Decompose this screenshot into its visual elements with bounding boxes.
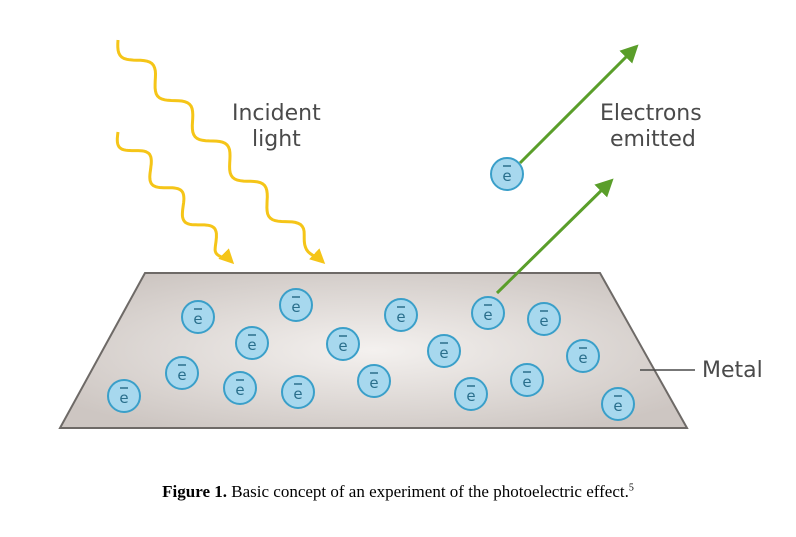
electron-symbol: e [193,310,202,328]
electron-circle [601,387,635,421]
electron: e [471,296,505,330]
electron-circle [510,363,544,397]
electron: e [235,326,269,360]
electron: e [281,375,315,409]
electron: e [107,379,141,413]
electron-circle [566,339,600,373]
electron-symbol: e [483,306,492,324]
electron-symbol: e [578,349,587,367]
metal-label: Metal [702,358,763,383]
electron-circle [326,327,360,361]
electron-symbol: e [338,337,347,355]
electron-symbol: e [291,298,300,316]
electron-circle [281,375,315,409]
electron-circle [357,364,391,398]
electron: e [165,356,199,390]
incident-light-label-line2: light [252,127,301,152]
emission-arrow-lower [495,178,614,295]
electron-circle [527,302,561,336]
figure-number: Figure 1. [162,482,227,501]
electron: e [566,339,600,373]
electron-symbol: e [502,167,511,185]
electrons: e e e e e e e e e e e e e e e e e e [107,157,635,421]
figure-caption: Figure 1. Basic concept of an experiment… [0,482,796,502]
electrons-emitted-label-line2: emitted [610,127,696,152]
electron-symbol: e [466,387,475,405]
electron: e [427,334,461,368]
electron: e [490,157,524,191]
electron-symbol: e [439,344,448,362]
electron-circle [223,371,257,405]
electron-symbol: e [369,374,378,392]
electrons-emitted-label-line1: Electrons [600,101,702,126]
electron-circle [107,379,141,413]
caption-text: Basic concept of an experiment of the ph… [227,482,629,501]
electron: e [223,371,257,405]
electron-circle [235,326,269,360]
electron-symbol: e [119,389,128,407]
electron-circle [427,334,461,368]
electron: e [510,363,544,397]
electron-circle [165,356,199,390]
electron-circle [384,298,418,332]
electron-symbol: e [539,312,548,330]
electron: e [384,298,418,332]
electron-symbol: e [522,373,531,391]
electron-symbol: e [235,381,244,399]
electron: e [181,300,215,334]
electron-circle [454,377,488,411]
electron-circle [490,157,524,191]
incident-light-label-line1: Incident [232,101,321,126]
light-wave-lower [115,131,235,265]
incident-light-waves [115,39,326,265]
emission-arrow-upper [518,44,639,165]
electron: e [357,364,391,398]
electron: e [326,327,360,361]
electron-symbol: e [396,308,405,326]
caption-footnote: 5 [628,482,634,494]
electron-circle [471,296,505,330]
electron: e [527,302,561,336]
electron: e [454,377,488,411]
electron-circle [279,288,313,322]
electron-symbol: e [247,336,256,354]
electron-symbol: e [177,366,186,384]
light-wave-upper [116,39,326,265]
electron-symbol: e [613,397,622,415]
electron: e [279,288,313,322]
electron: e [601,387,635,421]
electron-symbol: e [293,385,302,403]
electron-circle [181,300,215,334]
